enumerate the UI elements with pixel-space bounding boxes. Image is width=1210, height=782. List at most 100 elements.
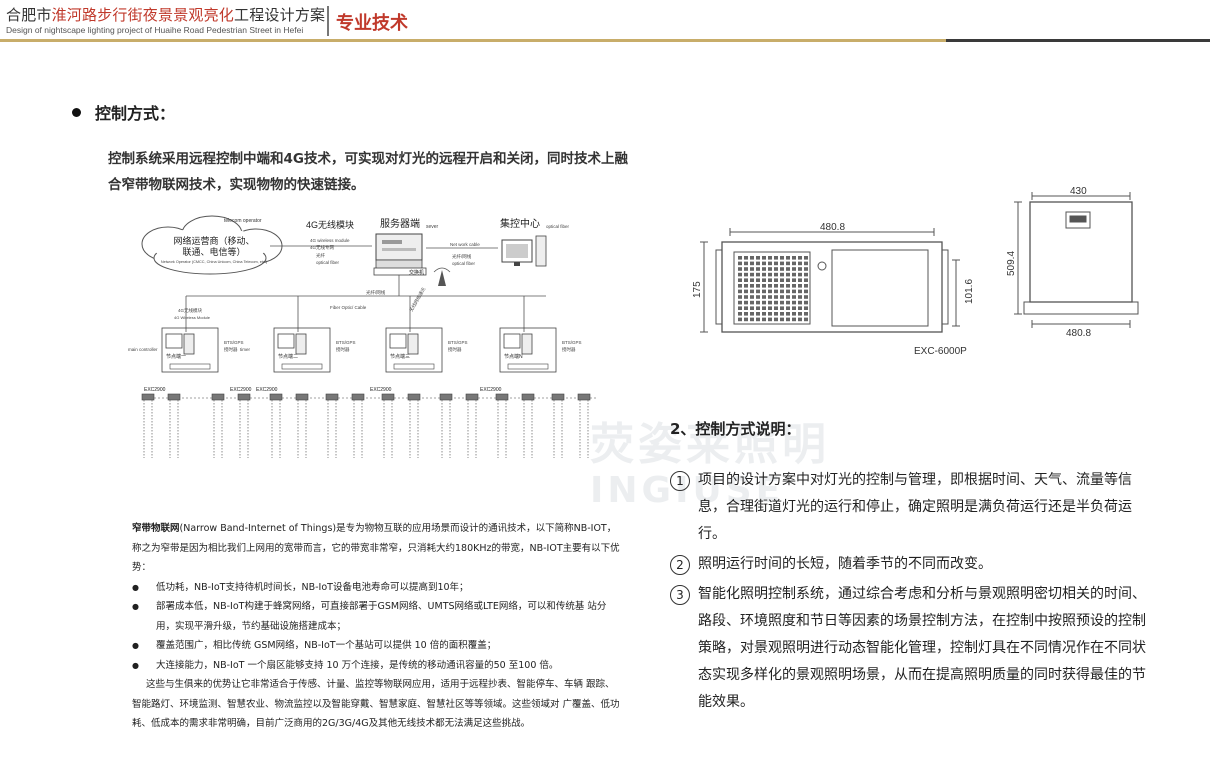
vent-slot	[804, 317, 808, 322]
vent-slot	[756, 272, 760, 277]
timer-label-3: 授时器	[448, 346, 462, 353]
vent-slot	[804, 261, 808, 266]
operator-label-en: Network Operator (CMCC, China Unicom, Ch…	[161, 260, 268, 264]
vent-slot	[774, 278, 778, 282]
vent-slot	[744, 312, 748, 316]
monitor-icon	[501, 235, 547, 267]
timer-label: 授时器	[224, 346, 238, 353]
nbiot-bullet: 大连接能力，NB-IoT 一个扇区能够支持 10 万个连接，是传统的移动通讯容量…	[132, 656, 622, 676]
bts-label-3: BTS/GPS	[448, 340, 468, 345]
item-number: 2	[670, 555, 690, 575]
controller-box	[495, 393, 509, 401]
vent-slot	[750, 306, 754, 310]
vent-slot	[780, 317, 784, 322]
operator-label-2: 联通、电信等）	[182, 246, 245, 257]
vent-slot	[738, 272, 742, 277]
vent-slot	[738, 256, 742, 260]
vent-slot	[786, 284, 790, 288]
control-heading-text: 控制方式：	[95, 104, 176, 123]
title-prefix: 合肥市	[6, 6, 52, 24]
vent-slot	[744, 289, 748, 294]
vent-slot	[750, 261, 754, 266]
node-module-cn: 4G无线模块	[178, 307, 203, 314]
vent-slot	[768, 272, 772, 277]
vent-slot	[762, 278, 766, 282]
vent-slot	[756, 306, 760, 310]
exc-label: EXC2900	[144, 387, 166, 393]
vent-slot	[798, 284, 802, 288]
dim-inner-height: 101.6	[964, 279, 975, 304]
bts-label: BTS/GPS	[224, 340, 244, 345]
vent-slot	[798, 300, 802, 305]
vent-slot	[798, 306, 802, 310]
vent-slot	[738, 289, 742, 294]
dim-height: 175	[692, 281, 703, 298]
item-number: 1	[670, 471, 690, 491]
vent-slot	[744, 306, 748, 310]
controller-box	[439, 393, 453, 401]
explain-item: 1 项目的设计方案中对灯光的控制与管理，即根据时间、天气、流量等信息，合理街道灯…	[670, 467, 1150, 548]
switch-icon	[373, 267, 427, 276]
controller-box	[237, 393, 251, 401]
controller-box	[141, 393, 155, 401]
vent-slot	[750, 278, 754, 282]
vent-slot	[744, 317, 748, 322]
vent-slot	[762, 284, 766, 288]
vent-slot	[786, 267, 790, 271]
node-module-en: 4G Wireless Module	[174, 315, 211, 320]
vent-slot	[804, 306, 808, 310]
vent-slot	[756, 317, 760, 322]
header-bar-dark	[946, 39, 1210, 42]
dim-depth: 430	[1070, 186, 1087, 197]
item-number: 3	[670, 585, 690, 605]
controller-box	[351, 393, 365, 401]
vent-slot	[804, 267, 808, 271]
vent-slot	[744, 278, 748, 282]
vent-slot	[762, 272, 766, 277]
vent-slot	[774, 272, 778, 277]
vent-slot	[750, 289, 754, 294]
vent-slot	[780, 284, 784, 288]
vent-slot	[774, 261, 778, 266]
vent-grille	[738, 256, 808, 322]
explain-item: 2 照明运行时间的长短，随着季节的不同而改变。	[670, 551, 1150, 578]
controller-box	[577, 393, 591, 401]
vent-slot	[780, 256, 784, 260]
vent-slot	[750, 267, 754, 271]
fiber-net-label: 光纤/网线	[452, 253, 472, 260]
node-label-2: 节点端二	[278, 353, 298, 360]
nbiot-paragraph-1: 窄带物联网(Narrow Band-Internet of Things)是专为…	[132, 519, 622, 578]
optical-fiber-label: optical fiber	[316, 260, 340, 265]
vent-slot	[774, 300, 778, 305]
header-subtitle: Design of nightscape lighting project of…	[6, 25, 304, 35]
vent-slot	[780, 312, 784, 316]
vent-slot	[762, 300, 766, 305]
vent-slot	[750, 295, 754, 299]
module-4g-en: 4G wireless module	[310, 238, 350, 243]
bts-label-2: BTS/GPS	[336, 340, 356, 345]
vent-slot	[774, 289, 778, 294]
vent-slot	[792, 306, 796, 310]
vent-slot	[768, 312, 772, 316]
vent-slot	[804, 272, 808, 277]
controller-box	[381, 393, 395, 401]
vent-slot	[762, 295, 766, 299]
vent-slot	[798, 278, 802, 282]
vent-slot	[756, 267, 760, 271]
vent-slot	[750, 256, 754, 260]
vent-slot	[804, 278, 808, 282]
vent-slot	[774, 284, 778, 288]
vent-slot	[780, 289, 784, 294]
vent-slot	[786, 317, 790, 322]
front-view	[700, 228, 960, 333]
vent-slot	[768, 306, 772, 310]
vent-slot	[786, 300, 790, 305]
item-text: 照明运行时间的长短，随着季节的不同而改变。	[698, 556, 992, 572]
vent-slot	[762, 317, 766, 322]
vent-slot	[768, 256, 772, 260]
vent-slot	[756, 295, 760, 299]
controller-box	[521, 393, 535, 401]
vent-slot	[738, 306, 742, 310]
vent-slot	[768, 295, 772, 299]
controller-box	[325, 393, 339, 401]
